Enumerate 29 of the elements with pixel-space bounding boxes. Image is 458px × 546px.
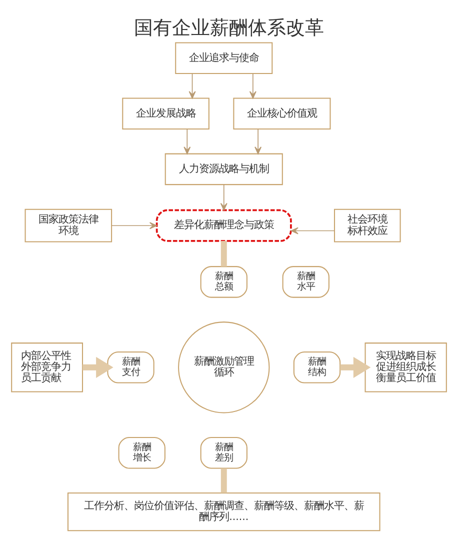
- connector: [220, 468, 227, 493]
- node-box: 薪酬增长: [118, 436, 166, 469]
- arrow: [290, 227, 335, 234]
- arrow: [220, 184, 228, 211]
- arrow: [249, 73, 256, 99]
- node-box: 薪酬总额: [200, 266, 248, 298]
- arrow: [111, 222, 158, 230]
- arrow: [184, 128, 191, 154]
- node-box: 内部公平性 外部竞争力 员工贡献: [11, 342, 84, 392]
- arrow: [188, 73, 196, 99]
- node-box: 薪酬支付: [107, 352, 154, 384]
- node-box: 企业核心价值观: [233, 98, 331, 130]
- node-box: 国家政策法律环境: [24, 208, 112, 242]
- node-box: 薪酬结构: [293, 352, 341, 384]
- node-box: 企业发展战略: [122, 98, 210, 130]
- arrow: [340, 356, 371, 378]
- node-box: 人力资源战略与机制: [164, 153, 283, 186]
- node-circle: 薪酬激励管理循环: [178, 322, 270, 414]
- arrow: [82, 356, 114, 378]
- node-box: 工作分析、岗位价值评估、薪酬调查、薪酬等级、薪酬水平、薪酬序列......: [67, 492, 380, 532]
- node-box: 差异化薪酬理念与政策: [156, 209, 292, 242]
- node-box: 薪酬水平: [282, 266, 330, 298]
- node-box: 薪酬差别: [200, 436, 248, 469]
- node-box: 社会环境 标杆效应: [334, 208, 401, 242]
- node-box: 企业追求与使命: [175, 42, 273, 74]
- connector: [220, 240, 227, 267]
- node-box: 实现战略目标 促进组织成长 衡量员工价值: [364, 342, 447, 392]
- arrow: [254, 128, 262, 154]
- diagram-title: 国有企业薪酬体系改革: [134, 18, 324, 39]
